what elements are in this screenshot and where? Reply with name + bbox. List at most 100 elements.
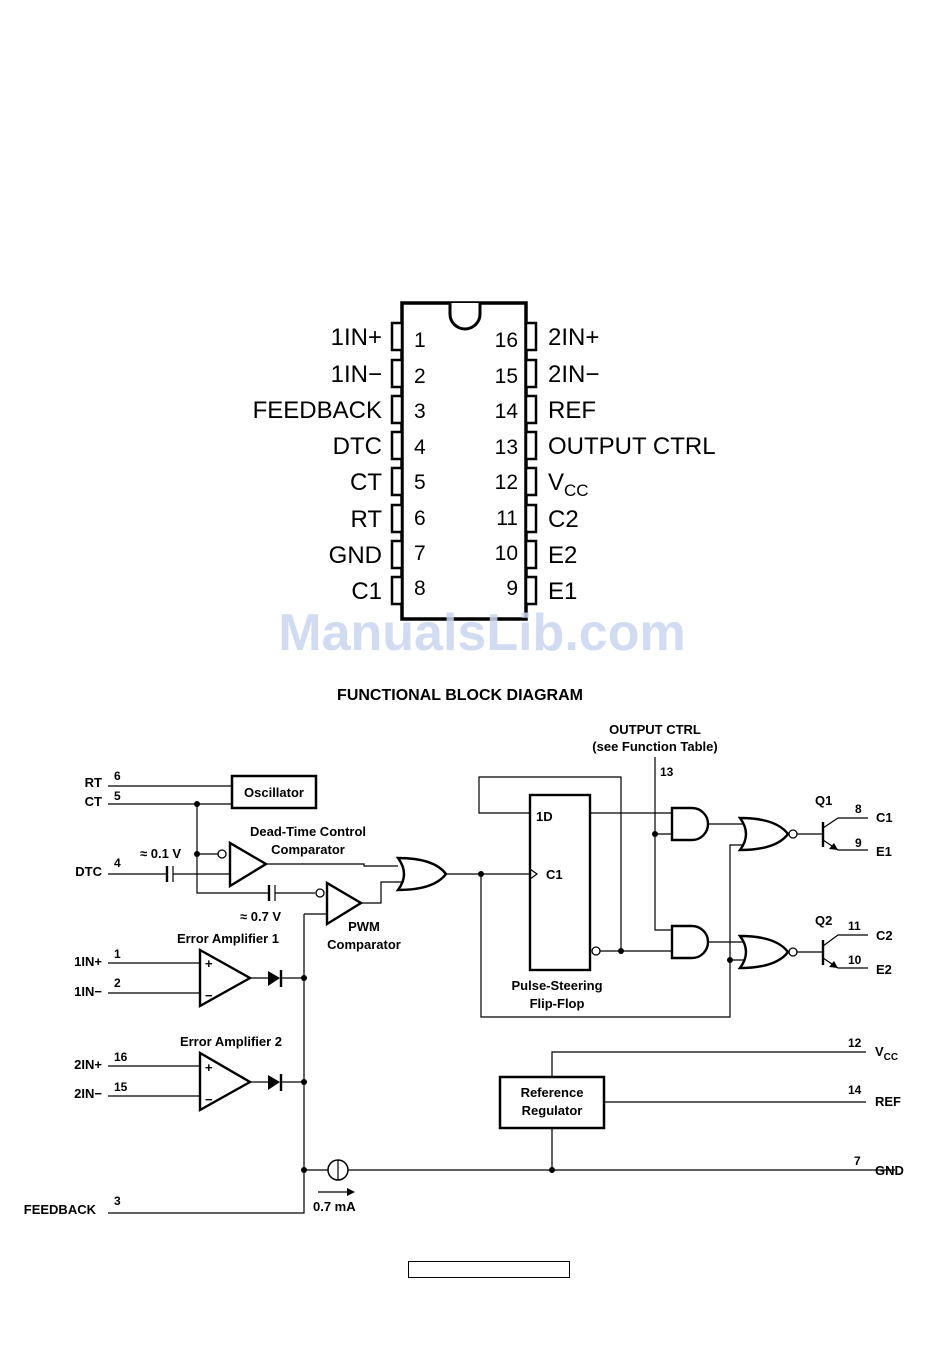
- pin-number: 14: [495, 400, 519, 423]
- inverting-bubble: [315, 888, 325, 898]
- footer-box: [408, 1261, 570, 1278]
- pin-number: 7: [414, 542, 426, 565]
- pin-label: E2: [548, 542, 577, 569]
- pin-number: 8: [855, 802, 862, 816]
- in1p-signal-label: 1IN+: [74, 954, 102, 969]
- pin-lead: [390, 321, 404, 352]
- pin-number: 13: [495, 436, 518, 459]
- emitter-arrow-icon: [829, 961, 838, 968]
- pin-number: 11: [496, 507, 518, 530]
- pin-label: 1IN−: [331, 361, 382, 388]
- nor-gate-2: [737, 934, 790, 970]
- pin-number: 2: [414, 365, 426, 388]
- inverting-sign: −: [205, 1092, 213, 1107]
- pin-number: 5: [114, 789, 121, 803]
- pin-label: RT: [350, 506, 382, 533]
- junction-dot: [618, 948, 624, 954]
- pin-lead: [390, 430, 404, 461]
- flip-flop-label: Pulse-Steering: [511, 978, 602, 993]
- output-ctrl-wire: [654, 757, 672, 931]
- clock-to-nor1-wire: [729, 844, 745, 960]
- dead-time-comparator: [228, 840, 269, 889]
- flip-flop-label-2: Flip-Flop: [530, 996, 585, 1011]
- emitter-arrow-icon: [829, 843, 838, 850]
- pin-lead: [390, 466, 404, 497]
- pin-label: 2IN+: [548, 324, 599, 351]
- and-gate-2: [670, 924, 710, 960]
- pin-label: OUTPUT CTRL: [548, 433, 716, 460]
- pin-number: 9: [855, 836, 862, 850]
- dead-time-comparator-label: Comparator: [271, 842, 345, 857]
- error-amp-2-label: Error Amplifier 2: [180, 1034, 282, 1049]
- dtc-signal-label: DTC: [75, 864, 102, 879]
- pin-label: VCC: [548, 469, 589, 500]
- pin-number: 7: [854, 1154, 861, 1168]
- pin-label: 2IN−: [548, 361, 599, 388]
- output-ctrl-label: OUTPUT CTRL: [609, 722, 701, 737]
- noninverting-sign: +: [205, 1060, 213, 1075]
- ff-toggle-feedback-wire: [478, 776, 622, 951]
- in2m-signal-label: 2IN−: [74, 1086, 102, 1101]
- junction-dot: [549, 1167, 555, 1173]
- ff-clock-input-label: C1: [546, 867, 563, 882]
- pin-number: 15: [114, 1080, 128, 1094]
- pin-lead: [390, 503, 404, 534]
- c2-signal-label: C2: [876, 928, 893, 943]
- pin-label: FEEDBACK: [253, 397, 382, 424]
- e1-signal-label: E1: [876, 844, 892, 859]
- pin-number: 2: [114, 976, 121, 990]
- feedback-signal-label: FEEDBACK: [24, 1202, 97, 1217]
- dead-time-label: Dead-Time Control: [250, 824, 366, 839]
- pin-label: 1IN+: [331, 324, 382, 351]
- clock-to-nor-wire: [480, 874, 745, 1018]
- error-amplifier-1: [198, 947, 253, 1009]
- pin-lead: [524, 466, 538, 497]
- diode-icon: [268, 1075, 280, 1090]
- or-gate: [395, 856, 448, 892]
- clock-triangle: [529, 868, 539, 880]
- error-amp-1-label: Error Amplifier 1: [177, 931, 279, 946]
- current-label: 0.7 mA: [313, 1199, 356, 1214]
- pin-number: 6: [414, 507, 426, 530]
- pwm-comparator: [325, 880, 364, 927]
- pin-lead: [524, 575, 538, 606]
- nor-bubble: [788, 947, 798, 957]
- pin-number: 4: [414, 436, 426, 459]
- pulse-steering-flip-flop: [528, 793, 592, 972]
- junction-dot: [194, 851, 200, 857]
- pwm-comparator-label: Comparator: [327, 937, 401, 952]
- pin-lead: [524, 394, 538, 425]
- arrow-right-icon: [347, 1188, 355, 1196]
- nor-bubble: [788, 829, 798, 839]
- diode-icon: [268, 971, 280, 986]
- and-gate-1: [670, 806, 710, 842]
- vcc-wire: [551, 1051, 866, 1077]
- oscillator-block: [230, 774, 318, 810]
- pin-number: 10: [848, 953, 862, 967]
- reference-regulator-block: [498, 1075, 606, 1130]
- pin-lead: [524, 503, 538, 534]
- block-diagram-title: FUNCTIONAL BLOCK DIAGRAM: [337, 687, 583, 704]
- pin-number: 1: [114, 947, 121, 961]
- pin-number: 16: [114, 1050, 128, 1064]
- pin-number: 11: [848, 919, 861, 933]
- inverting-sign: −: [205, 988, 213, 1003]
- pin-number: 15: [495, 365, 518, 388]
- ff-d-input-label: 1D: [536, 809, 553, 824]
- pin-number: 4: [114, 856, 121, 870]
- pwm-label: PWM: [348, 919, 380, 934]
- pin-lead: [524, 321, 538, 352]
- pin-lead: [524, 430, 538, 461]
- in2p-signal-label: 2IN+: [74, 1057, 102, 1072]
- qbar-bubble: [591, 946, 601, 956]
- pin-number: 9: [506, 577, 518, 600]
- pin-label: C2: [548, 506, 579, 533]
- pin-label: C1: [351, 578, 382, 605]
- pin-label: DTC: [333, 433, 382, 460]
- left-pin-column: 1IN+ 1IN− FEEDBACK DTC CT RT GND C1 1 2 …: [253, 321, 426, 606]
- gnd-signal-label: GND: [875, 1163, 904, 1178]
- pin-number: 5: [414, 471, 426, 494]
- pin-number: 12: [848, 1036, 862, 1050]
- vcc-signal-label: VCC: [875, 1044, 898, 1063]
